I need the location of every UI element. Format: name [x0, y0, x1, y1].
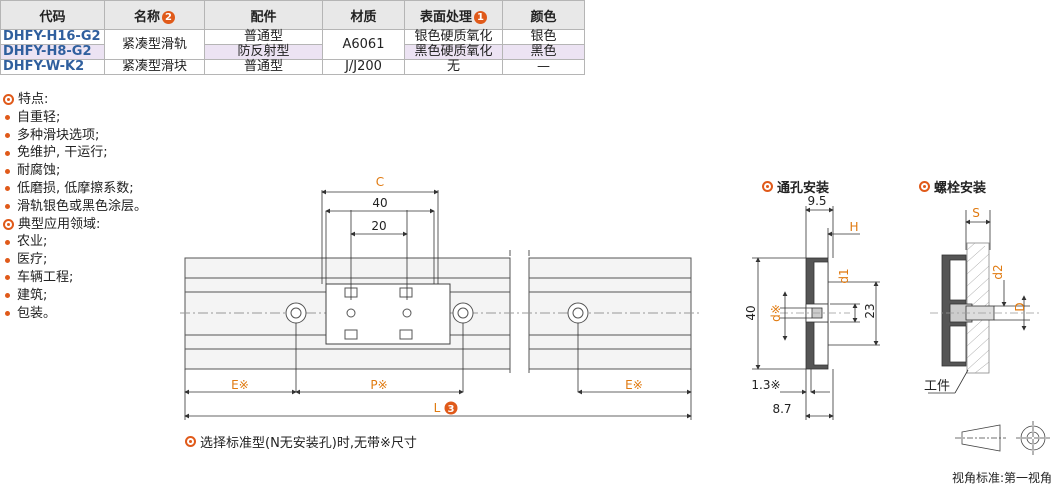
bolt-title: 螺栓安装 [919, 177, 986, 196]
dim-c: C [376, 175, 384, 189]
badge-1: 1 [474, 10, 487, 24]
rail-front-view [180, 250, 700, 376]
list-item: 滑轨银色或黑色涂层。 [3, 198, 147, 216]
dim-e-left: E※ [231, 378, 249, 392]
cell-material: A6061 [322, 29, 405, 60]
list-item: 车辆工程; [3, 269, 147, 287]
target-icon [919, 181, 930, 192]
svg-text:3: 3 [448, 404, 455, 415]
dim-s: S [972, 206, 980, 220]
badge-3-icon: 3 [444, 401, 458, 415]
target-icon [185, 436, 196, 447]
through-hole-title: 通孔安装 [762, 177, 829, 196]
col-color: 颜色 [502, 0, 585, 30]
applications-title: 典型应用领域: [3, 216, 147, 234]
list-item: 耐腐蚀; [3, 162, 147, 180]
cell-name: 紧凑型滑轨 [104, 29, 205, 60]
badge-2: 2 [162, 10, 175, 24]
cell-accessory: 普通型 [204, 59, 323, 75]
target-icon [762, 181, 773, 192]
dim-big-d: D [1013, 302, 1027, 311]
dim-20: 20 [371, 219, 386, 233]
table-row: DHFY-W-K2 紧凑型滑块 普通型 J/J200 无 — [0, 59, 585, 75]
list-item: 包装。 [3, 305, 147, 323]
cell-material: J/J200 [322, 59, 405, 75]
dim-9-5: 9.5 [807, 194, 826, 208]
target-icon [3, 218, 14, 230]
list-item: 医疗; [3, 251, 147, 269]
cell-surface: 银色硬质氧化 [404, 29, 503, 45]
list-item: 免维护, 干运行; [3, 144, 147, 162]
table-row: DHFY-H8-G2 防反射型 黑色硬质氧化 黑色 [0, 44, 585, 60]
workpiece-label: 工件 [924, 379, 950, 394]
main-dimensions [184, 189, 692, 420]
dim-40-height: 40 [744, 305, 758, 320]
col-accessory: 配件 [204, 0, 323, 30]
applications-list: 农业; 医疗; 车辆工程; 建筑; 包装。 [3, 233, 147, 322]
cell-surface: 无 [404, 59, 503, 75]
cell-code: DHFY-H16-G2 [0, 29, 105, 45]
first-angle-projection-icon [955, 421, 1050, 455]
dim-1-3: 1.3※ [751, 378, 780, 392]
cell-code: DHFY-W-K2 [0, 59, 105, 75]
dim-23: 23 [863, 303, 877, 318]
bolt-section-view [928, 210, 1040, 394]
cell-color: 黑色 [502, 44, 585, 60]
target-icon [3, 94, 14, 106]
cell-code: DHFY-H8-G2 [0, 44, 105, 60]
note: 选择标准型(N无安装孔)时,无带※尺寸 [185, 432, 417, 451]
table-row: DHFY-H16-G2 紧凑型滑轨 普通型 A6061 银色硬质氧化 银色 [0, 29, 585, 60]
cell-accessory: 普通型 [204, 29, 323, 45]
col-material: 材质 [322, 0, 405, 30]
cell-surface: 黑色硬质氧化 [404, 44, 503, 60]
dim-h: H [849, 220, 858, 234]
list-item: 低磨损, 低摩擦系数; [3, 180, 147, 198]
dim-p: P※ [370, 378, 387, 392]
dim-8-7: 8.7 [772, 402, 791, 416]
dim-d: d※ [769, 304, 783, 322]
through-hole-section-view [752, 206, 880, 420]
dim-d1: d1 [837, 268, 851, 283]
view-standard: 视角标准:第一视角 [952, 471, 1053, 485]
list-item: 多种滑块选项; [3, 127, 147, 145]
dim-40: 40 [372, 196, 387, 210]
features-list: 自重轻; 多种滑块选项; 免维护, 干运行; 耐腐蚀; 低磨损, 低摩擦系数; … [3, 109, 147, 216]
dim-l: L [434, 401, 441, 415]
list-item: 自重轻; [3, 109, 147, 127]
cell-accessory: 防反射型 [204, 44, 323, 60]
features-section: 特点: 自重轻; 多种滑块选项; 免维护, 干运行; 耐腐蚀; 低磨损, 低摩擦… [3, 91, 147, 322]
dim-e-right: E※ [625, 378, 643, 392]
dim-d2: d2 [991, 264, 1005, 279]
list-item: 建筑; [3, 287, 147, 305]
features-title: 特点: [3, 91, 147, 109]
cell-color: — [502, 59, 585, 75]
list-item: 农业; [3, 233, 147, 251]
col-code: 代码 [0, 0, 105, 30]
